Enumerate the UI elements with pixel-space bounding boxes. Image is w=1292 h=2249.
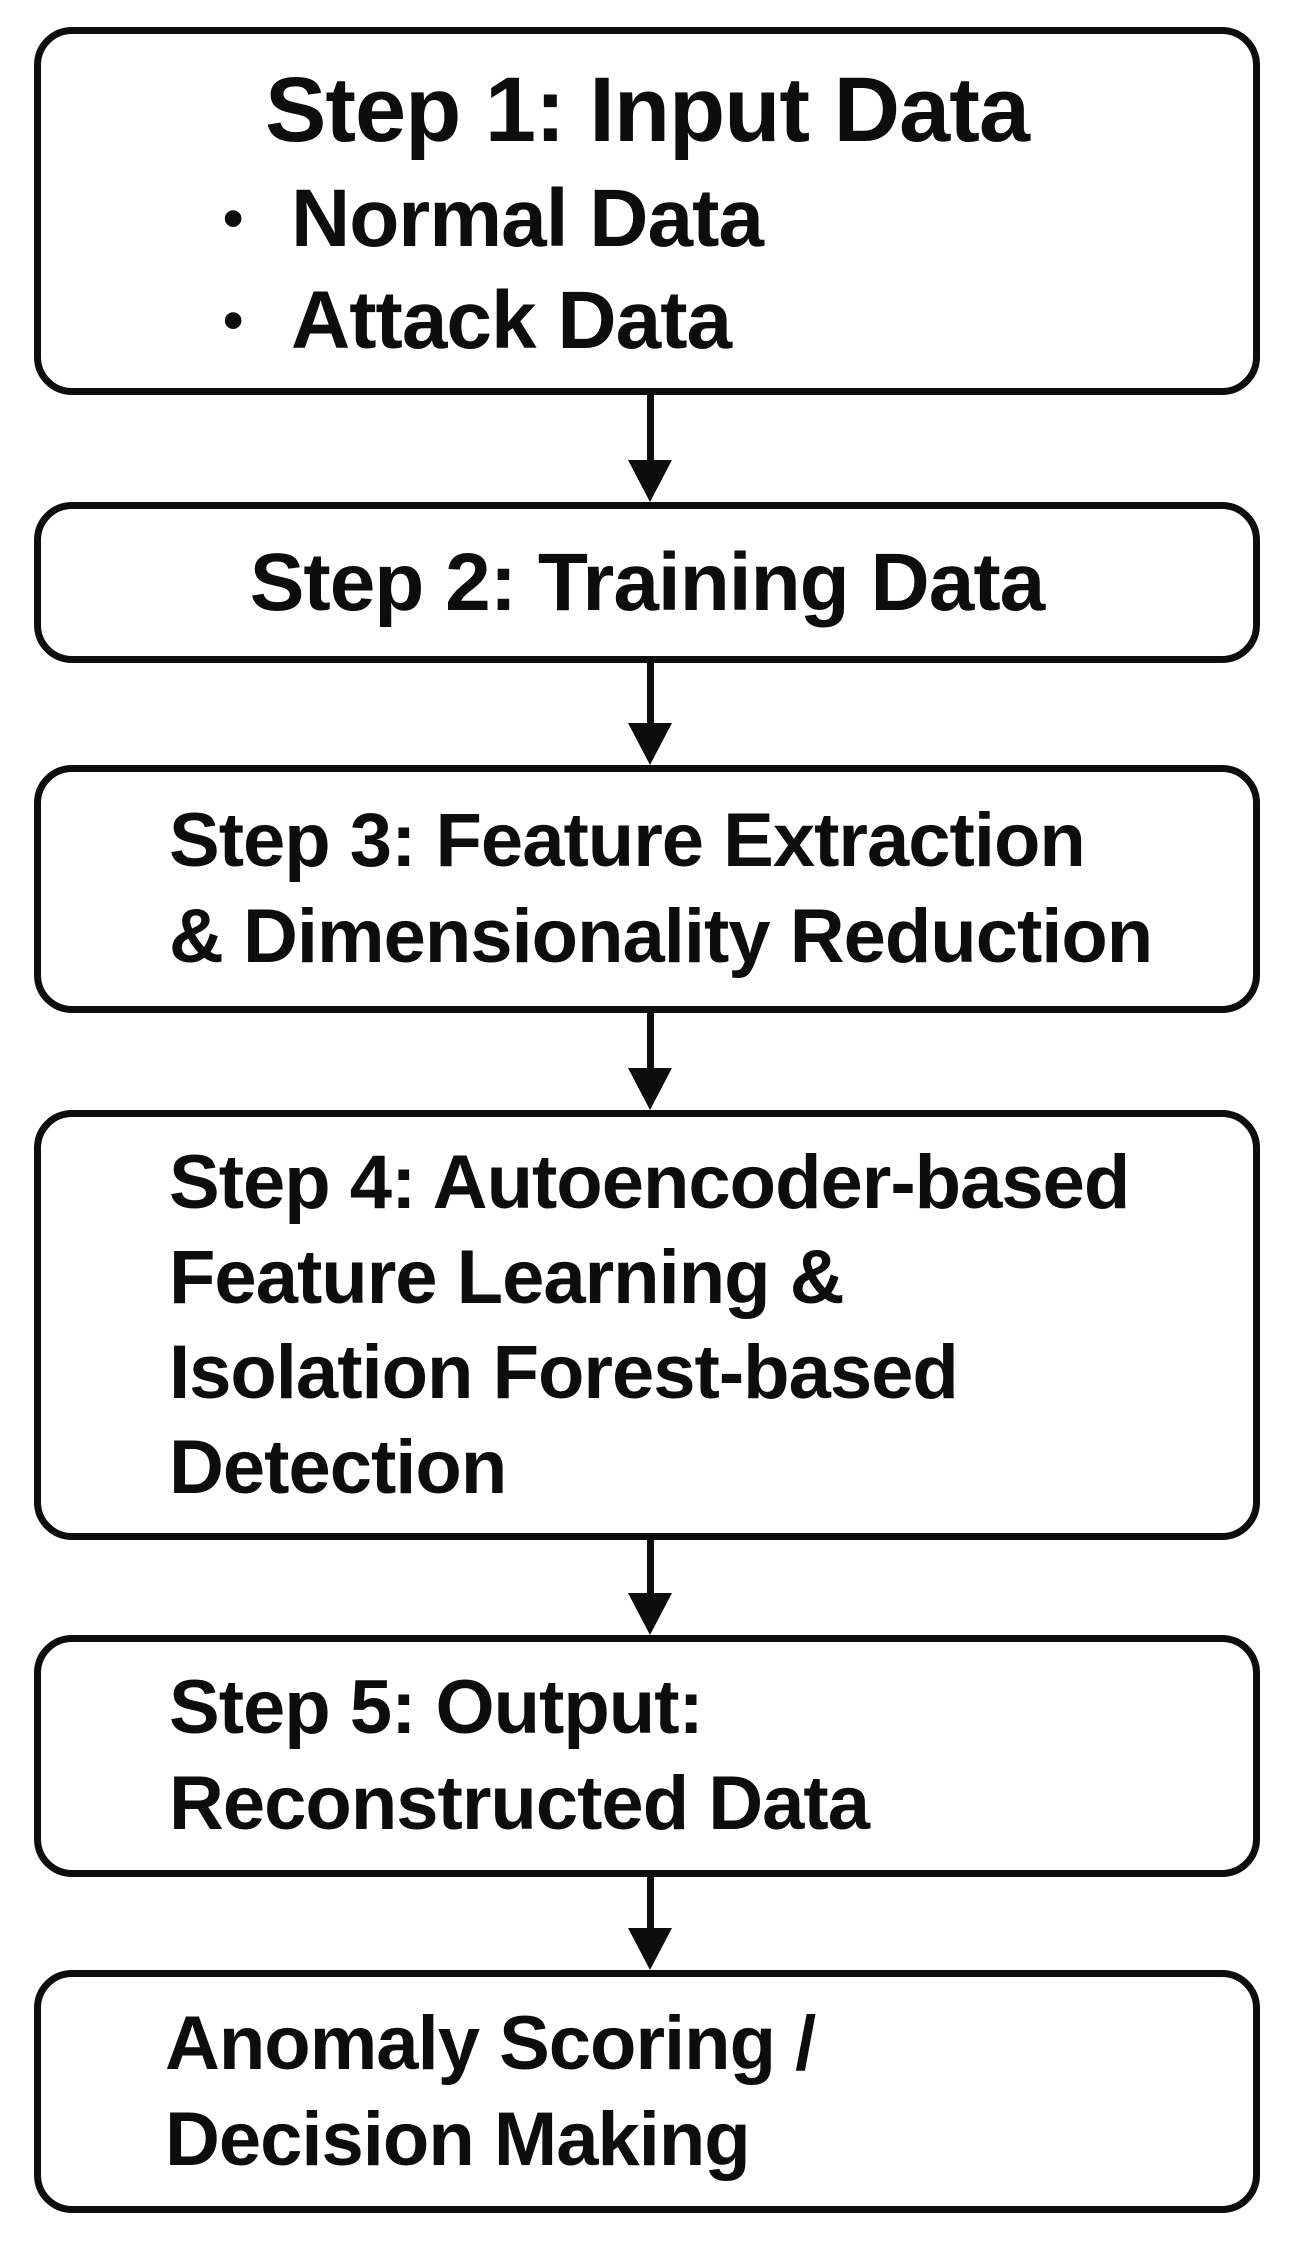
arrow-head xyxy=(628,1928,672,1970)
step4-label: Step 4: Autoencoder-based Feature Learni… xyxy=(41,1135,1253,1515)
step2-line: Step 2: Training Data xyxy=(249,536,1046,628)
step5-output-box: Step 5: Output: Reconstructed Data xyxy=(34,1635,1260,1877)
step4-line: Step 4: Autoencoder-based xyxy=(169,1140,1130,1225)
arrow-down-icon xyxy=(628,1877,672,1970)
list-item: • Attack Data xyxy=(223,270,1253,372)
list-item: • Normal Data xyxy=(223,168,1253,270)
arrow-shaft xyxy=(646,1540,654,1593)
step3-label: Step 3: Feature Extraction & Dimensional… xyxy=(41,793,1253,985)
step2-label: Step 2: Training Data xyxy=(41,535,1253,631)
anomaly-scoring-decision-box: Anomaly Scoring / Decision Making xyxy=(34,1970,1260,2213)
step5-line: Step 5: Output: xyxy=(169,1665,704,1750)
step1-title: Step 1: Input Data xyxy=(264,59,1030,161)
step5-label: Step 5: Output: Reconstructed Data xyxy=(41,1660,1253,1852)
step1-input-data-box: Step 1: Input Data • Normal Data • Attac… xyxy=(34,27,1260,395)
step4-line: Detection xyxy=(169,1425,507,1510)
arrow-head xyxy=(628,460,672,502)
arrow-head xyxy=(628,723,672,765)
bullet-text-normal-data: Normal Data xyxy=(291,173,764,264)
arrow-shaft xyxy=(646,1013,654,1068)
final-line: Anomaly Scoring / xyxy=(165,2000,816,2086)
step4-autoencoder-isolation-forest-box: Step 4: Autoencoder-based Feature Learni… xyxy=(34,1110,1260,1540)
final-label: Anomaly Scoring / Decision Making xyxy=(41,1996,1253,2188)
step4-line: Isolation Forest-based xyxy=(169,1330,959,1415)
step1-bullet-list: • Normal Data • Attack Data xyxy=(41,168,1253,372)
step3-line: & Dimensionality Reduction xyxy=(169,894,1153,979)
arrow-down-icon xyxy=(628,663,672,765)
arrow-shaft xyxy=(646,395,654,460)
bullet-text-attack-data: Attack Data xyxy=(291,275,732,366)
final-line: Decision Making xyxy=(165,2096,751,2182)
arrow-head xyxy=(628,1068,672,1110)
bullet-icon: • xyxy=(223,186,243,251)
arrow-down-icon xyxy=(628,1013,672,1110)
step5-line: Reconstructed Data xyxy=(169,1761,870,1846)
arrow-down-icon xyxy=(628,1540,672,1635)
step3-line: Step 3: Feature Extraction xyxy=(169,798,1086,883)
step4-line: Feature Learning & xyxy=(169,1235,845,1320)
step3-feature-extraction-box: Step 3: Feature Extraction & Dimensional… xyxy=(34,765,1260,1013)
step2-training-data-box: Step 2: Training Data xyxy=(34,502,1260,663)
arrow-down-icon xyxy=(628,395,672,502)
arrow-head xyxy=(628,1593,672,1635)
arrow-shaft xyxy=(646,1877,654,1928)
bullet-icon: • xyxy=(223,288,243,353)
arrow-shaft xyxy=(646,663,654,723)
